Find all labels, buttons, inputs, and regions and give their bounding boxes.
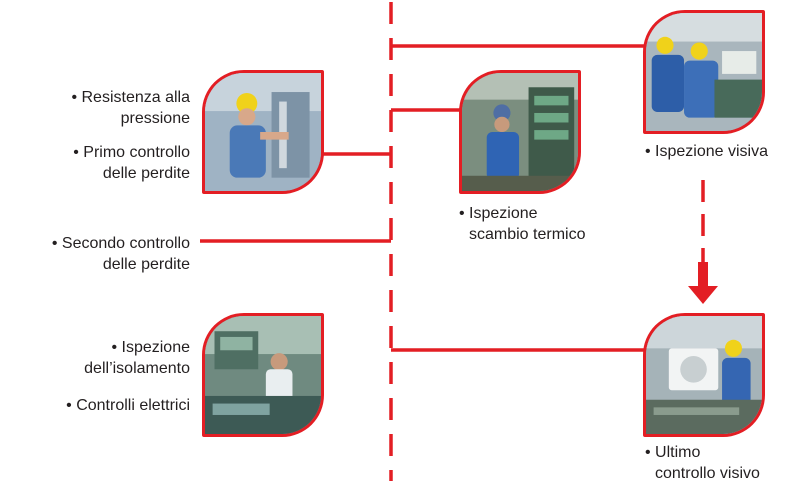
label-second-leak-line2: delle perdite <box>102 256 190 273</box>
photo-pressure-test <box>202 70 324 194</box>
label-insulation-line1: • Ispezione <box>111 339 190 356</box>
down-arrow-icon <box>688 286 718 304</box>
photo-visual-inspection <box>643 10 765 134</box>
label-insulation-line2: dell’isolamento <box>84 360 190 377</box>
label-final-visual-line2: controllo visivo <box>655 465 760 482</box>
label-electrical: • Controlli elettrici <box>66 395 190 416</box>
photo-heat-exchange <box>459 70 581 194</box>
photo-final-visual <box>643 313 765 437</box>
label-insulation: • Ispezione dell’isolamento <box>84 337 190 379</box>
label-heat-exchange: • Ispezione scambio termico <box>459 203 585 245</box>
label-pressure-line1: • Resistenza alla <box>71 89 190 106</box>
label-final-visual-line1: • Ultimo <box>645 444 701 461</box>
label-pressure-line2: pressione <box>120 110 190 127</box>
label-heat-exchange-line1: • Ispezione <box>459 205 538 222</box>
label-second-leak: • Secondo controllo delle perdite <box>52 233 190 275</box>
photo-insulation-electrical <box>202 313 324 437</box>
label-electrical-line1: • Controlli elettrici <box>66 397 190 414</box>
label-visual-inspection-line1: • Ispezione visiva <box>645 143 768 160</box>
label-pressure: • Resistenza alla pressione <box>71 87 190 129</box>
label-first-leak: • Primo controllo delle perdite <box>73 142 190 184</box>
label-first-leak-line2: delle perdite <box>102 165 190 182</box>
label-heat-exchange-line2: scambio termico <box>469 226 586 243</box>
label-first-leak-line1: • Primo controllo <box>73 144 190 161</box>
label-visual-inspection: • Ispezione visiva <box>645 141 768 162</box>
label-final-visual: • Ultimo controllo visivo <box>645 442 760 484</box>
label-second-leak-line1: • Secondo controllo <box>51 235 190 252</box>
